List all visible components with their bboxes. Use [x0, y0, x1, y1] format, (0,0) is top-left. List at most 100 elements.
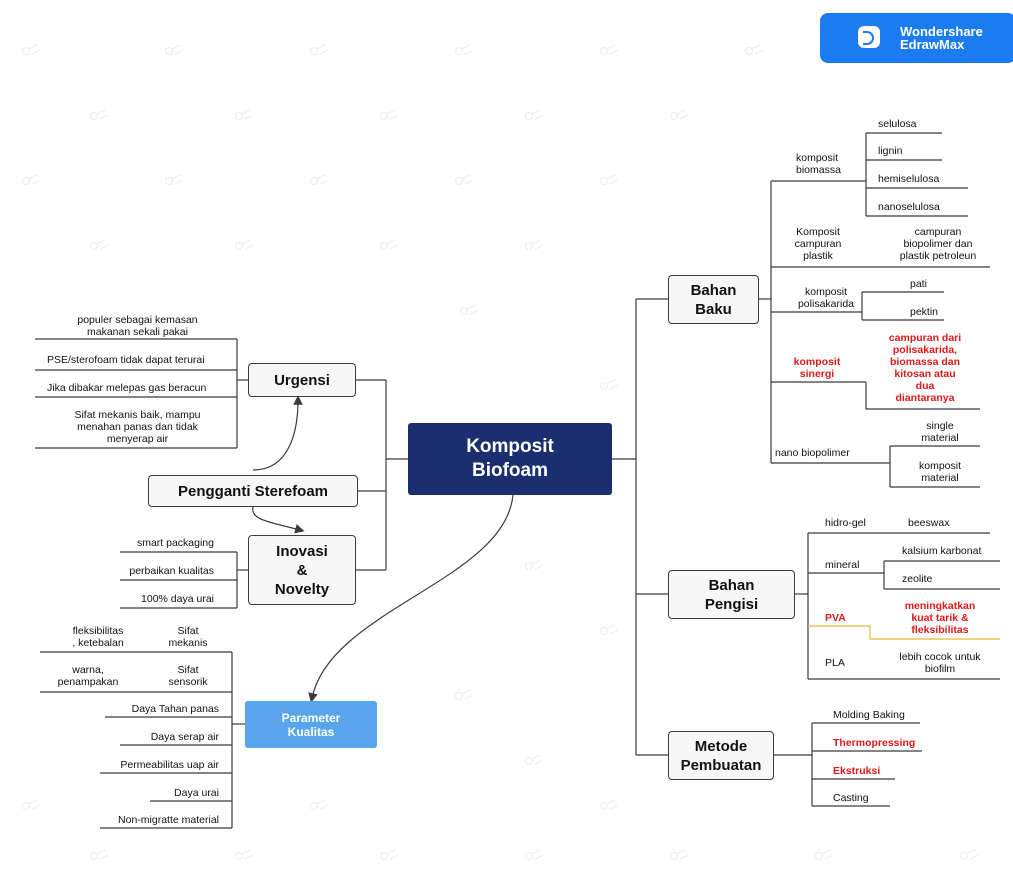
subtopic-pla[interactable]: PLA: [825, 657, 845, 669]
watermark-icon: [235, 850, 253, 860]
urgensi-populer-line-1: populer sebagai kemasan: [77, 314, 198, 326]
leaf-daya-tahan-panas[interactable]: Daya Tahan panas: [131, 703, 219, 715]
subtopic-komposit-polisakarida[interactable]: komposit polisakarida: [790, 286, 862, 310]
leaf-urgensi-pse[interactable]: PSE/sterofoam tidak dapat terurai: [47, 354, 205, 366]
watermark-icon: [745, 45, 763, 55]
leaf-perbaikan-kualitas[interactable]: perbaikan kualitas: [129, 565, 214, 577]
subtopic-hidro-gel[interactable]: hidro-gel: [825, 517, 866, 529]
watermark-icon: [455, 45, 473, 55]
topic-inovasi-novelty[interactable]: Inovasi & Novelty: [248, 535, 356, 605]
watermark-icon: [460, 305, 478, 315]
leaf-thermopressing[interactable]: Thermopressing: [833, 737, 916, 749]
pla-detail-2: biofilm: [924, 663, 956, 675]
central-topic[interactable]: Komposit Biofoam: [408, 423, 612, 495]
watermark-icon: [600, 800, 618, 810]
leaf-pektin[interactable]: pektin: [910, 306, 939, 318]
leaf-molding-baking[interactable]: Molding Baking: [833, 709, 905, 721]
topic-bahan-pengisi[interactable]: Bahan Pengisi: [668, 570, 795, 619]
leaf-selulosa[interactable]: selulosa: [878, 118, 917, 130]
watermark-icon: [525, 240, 543, 250]
leaf-kalsium-karbonat[interactable]: kalsium karbonat: [902, 545, 982, 557]
sinergi-detail-4: kitosan atau: [894, 368, 956, 380]
leaf-sinergi-detail[interactable]: campuran dari polisakarida, biomassa dan…: [870, 332, 980, 404]
warna-line-1: warna,: [72, 664, 104, 676]
sifat-sensorik-line-1: Sifat: [177, 664, 199, 676]
leaf-hemiselulosa[interactable]: hemiselulosa: [878, 173, 940, 185]
watermark-icon: [670, 850, 688, 860]
metode-title-2: Pembuatan: [680, 756, 762, 774]
campuran-detail-1: campuran: [914, 226, 962, 238]
leaf-daya-urai[interactable]: Daya urai: [174, 787, 219, 799]
subtopic-nano-biopolimer[interactable]: nano biopolimer: [775, 447, 850, 459]
brand-line-2: EdrawMax: [900, 37, 965, 52]
leaf-komposit-material[interactable]: komposit material: [905, 460, 975, 484]
watermark-icon: [22, 800, 40, 810]
parameter-title-1: Parameter: [281, 710, 341, 725]
komposit-material-line-1: komposit: [918, 460, 961, 472]
leaf-zeolite[interactable]: zeolite: [902, 573, 933, 585]
subtopic-pva[interactable]: PVA: [825, 612, 846, 624]
urgensi-populer-line-2: makanan sekali pakai: [87, 326, 188, 338]
fleksibilitas-line-2: , ketebalan: [72, 637, 124, 649]
leaf-pati[interactable]: pati: [910, 278, 927, 290]
subtopic-komposit-biomassa[interactable]: komposit biomassa: [796, 152, 841, 176]
leaf-casting[interactable]: Casting: [833, 792, 869, 804]
leaf-non-migratte-material[interactable]: Non-migratte material: [118, 814, 219, 826]
single-material-line-2: material: [921, 432, 959, 444]
pengganti-title: Pengganti Sterefoam: [177, 482, 329, 500]
brand-text: Wondershare EdrawMax: [900, 25, 983, 51]
topic-urgensi[interactable]: Urgensi: [248, 363, 356, 397]
topic-parameter-kualitas[interactable]: Parameter Kualitas: [245, 701, 377, 748]
campuran-detail-2: biopolimer dan: [903, 238, 973, 250]
watermark-icon: [22, 45, 40, 55]
sinergi-detail-3: biomassa dan: [889, 356, 961, 368]
watermark-icon: [235, 110, 253, 120]
leaf-smart-packaging[interactable]: smart packaging: [136, 537, 214, 549]
warna-line-2: penampakan: [57, 676, 119, 688]
leaf-campuran-biopolimer[interactable]: campuran biopolimer dan plastik petroleu…: [883, 226, 993, 262]
leaf-pla-detail[interactable]: lebih cocok untuk biofilm: [880, 651, 1000, 675]
subtopic-komposit-sinergi[interactable]: komposit sinergi: [784, 356, 850, 380]
leaf-beeswax[interactable]: beeswax: [908, 517, 950, 529]
leaf-pva-detail[interactable]: meningkatkan kuat tarik & fleksibilitas: [880, 600, 1000, 636]
polisakarida-label-1: komposit: [804, 286, 847, 298]
sinergi-detail-6: diantaranya: [895, 392, 955, 404]
urgensi-sifat-line-3: menyerap air: [106, 433, 169, 445]
campuran-label-3: plastik: [803, 250, 833, 262]
watermark-icon: [380, 850, 398, 860]
sinergi-detail-1: campuran dari: [888, 332, 962, 344]
subtopic-sifat-sensorik[interactable]: Sifat sensorik: [158, 664, 218, 688]
leaf-nanoselulosa[interactable]: nanoselulosa: [878, 201, 940, 213]
subtopic-sifat-mekanis[interactable]: Sifat mekanis: [158, 625, 218, 649]
watermark-icon: [165, 175, 183, 185]
watermark-icon: [960, 850, 978, 860]
topic-pengganti-sterefoam[interactable]: Pengganti Sterefoam: [148, 475, 358, 507]
leaf-daya-urai-100[interactable]: 100% daya urai: [141, 593, 214, 605]
leaf-daya-serap-air[interactable]: Daya serap air: [150, 731, 219, 743]
subtopic-komposit-campuran-plastik[interactable]: Komposit campuran plastik: [783, 226, 853, 262]
inovasi-title-2: &: [296, 561, 308, 579]
watermark-icon: [165, 45, 183, 55]
leaf-urgensi-sifat-mekanis[interactable]: Sifat mekanis baik, mampu menahan panas …: [40, 409, 235, 445]
leaf-fleksibilitas[interactable]: fleksibilitas , ketebalan: [58, 625, 138, 649]
polisakarida-label-2: polisakarida: [797, 298, 855, 310]
watermark-icon: [525, 755, 543, 765]
topic-metode-pembuatan[interactable]: Metode Pembuatan: [668, 731, 774, 780]
campuran-detail-3: plastik petroleun: [899, 250, 977, 262]
watermark-icon: [600, 625, 618, 635]
leaf-ekstruksi[interactable]: Ekstruksi: [833, 765, 881, 777]
subtopic-mineral[interactable]: mineral: [825, 559, 860, 571]
leaf-urgensi-gas-beracun[interactable]: Jika dibakar melepas gas beracun: [47, 382, 207, 394]
leaf-single-material[interactable]: single material: [905, 420, 975, 444]
leaf-urgensi-populer[interactable]: populer sebagai kemasan makanan sekali p…: [40, 314, 235, 338]
sifat-mekanis-line-2: mekanis: [168, 637, 208, 649]
watermark-icon: [380, 240, 398, 250]
edrawmax-badge[interactable]: Wondershare EdrawMax: [820, 13, 1013, 63]
topic-bahan-baku[interactable]: Bahan Baku: [668, 275, 759, 324]
leaf-lignin[interactable]: lignin: [878, 145, 903, 157]
urgensi-sifat-line-1: Sifat mekanis baik, mampu: [74, 409, 201, 421]
leaf-warna-penampakan[interactable]: warna, penampakan: [48, 664, 128, 688]
leaf-permeabilitas-uap-air[interactable]: Permeabilitas uap air: [120, 759, 219, 771]
watermark-icon: [22, 175, 40, 185]
